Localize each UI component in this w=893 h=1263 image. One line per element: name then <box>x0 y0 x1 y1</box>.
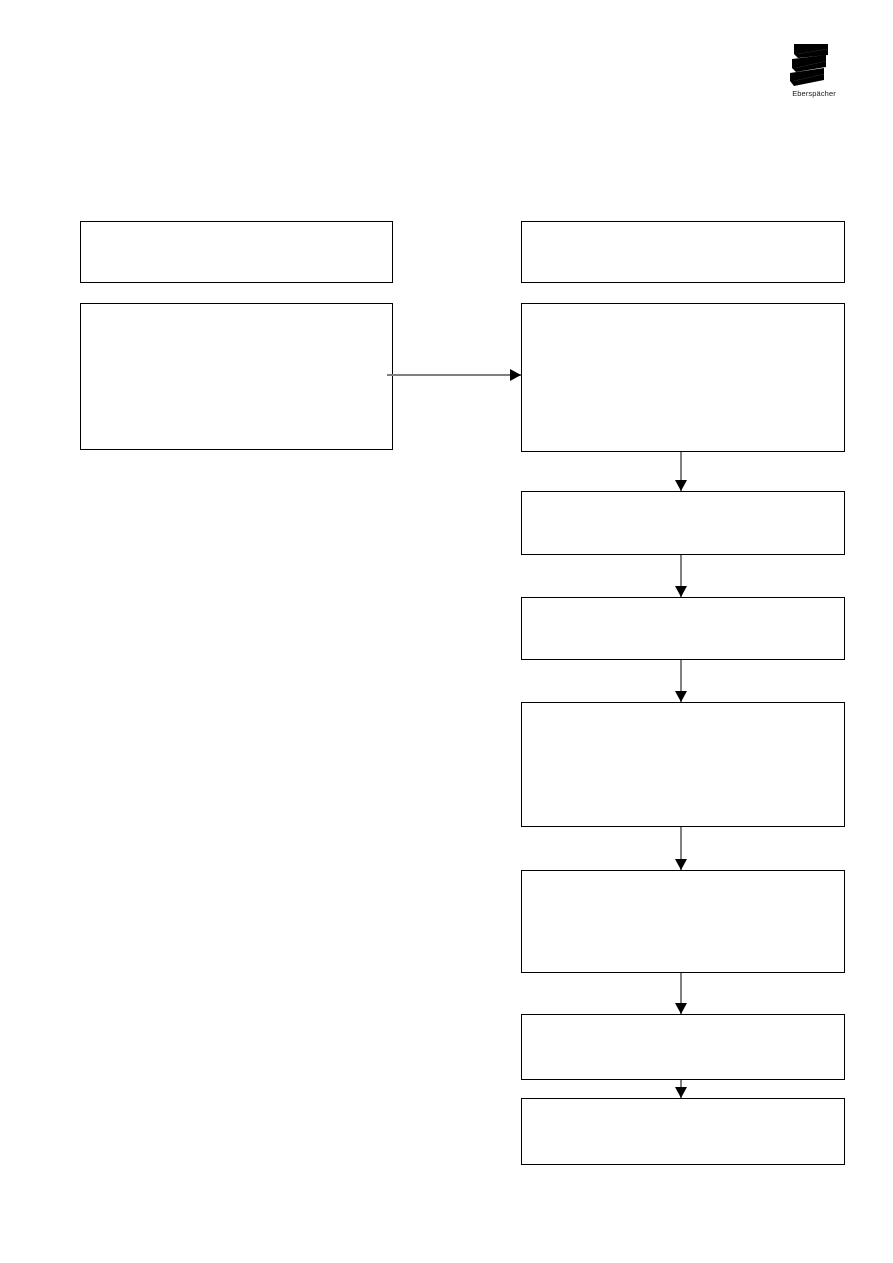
eberspacher-zigzag-logo-icon <box>784 42 830 90</box>
arrow-head-icon <box>675 859 687 870</box>
arrow-line <box>680 827 682 870</box>
flow-box-r5 <box>521 702 845 827</box>
flow-box-label <box>522 871 844 883</box>
flow-box-l1 <box>80 221 393 283</box>
flow-box-r8 <box>521 1098 845 1165</box>
flow-arrow-r7-to-r8 <box>675 1080 688 1098</box>
flow-box-label <box>522 703 844 715</box>
arrow-head-icon <box>675 586 687 597</box>
flow-box-r6 <box>521 870 845 973</box>
arrow-head-icon <box>675 1003 687 1014</box>
flow-box-label <box>522 304 844 316</box>
flow-box-label <box>522 222 844 234</box>
flow-box-label <box>522 1099 844 1111</box>
flow-arrow-r3-to-r4 <box>675 555 688 597</box>
flow-box-label <box>522 492 844 504</box>
arrow-head-icon <box>510 369 521 381</box>
flow-box-r7 <box>521 1014 845 1080</box>
arrow-line <box>680 973 682 1014</box>
flow-box-label <box>522 1015 844 1027</box>
arrow-head-icon <box>675 1087 687 1098</box>
flow-box-label <box>522 598 844 610</box>
flow-arrow-l2-to-r2 <box>387 369 521 382</box>
flow-box-r2 <box>521 303 845 452</box>
flow-arrow-r4-to-r5 <box>675 660 688 702</box>
arrow-line <box>680 660 682 702</box>
flow-box-r1 <box>521 221 845 283</box>
flow-arrow-r5-to-r6 <box>675 827 688 870</box>
arrow-line <box>680 452 682 491</box>
arrow-head-icon <box>675 480 687 491</box>
eberspacher-logo: Eberspächer <box>776 42 852 104</box>
flow-box-l2 <box>80 303 393 450</box>
flow-box-r3 <box>521 491 845 555</box>
flow-box-label <box>81 222 392 234</box>
flow-arrow-r2-to-r3 <box>675 452 688 491</box>
arrow-head-icon <box>675 691 687 702</box>
flow-box-r4 <box>521 597 845 660</box>
eberspacher-wordmark: Eberspächer <box>792 89 836 98</box>
flow-box-label <box>81 304 392 316</box>
flow-arrow-r6-to-r7 <box>675 973 688 1014</box>
arrow-line <box>680 555 682 597</box>
arrow-line <box>387 374 521 376</box>
